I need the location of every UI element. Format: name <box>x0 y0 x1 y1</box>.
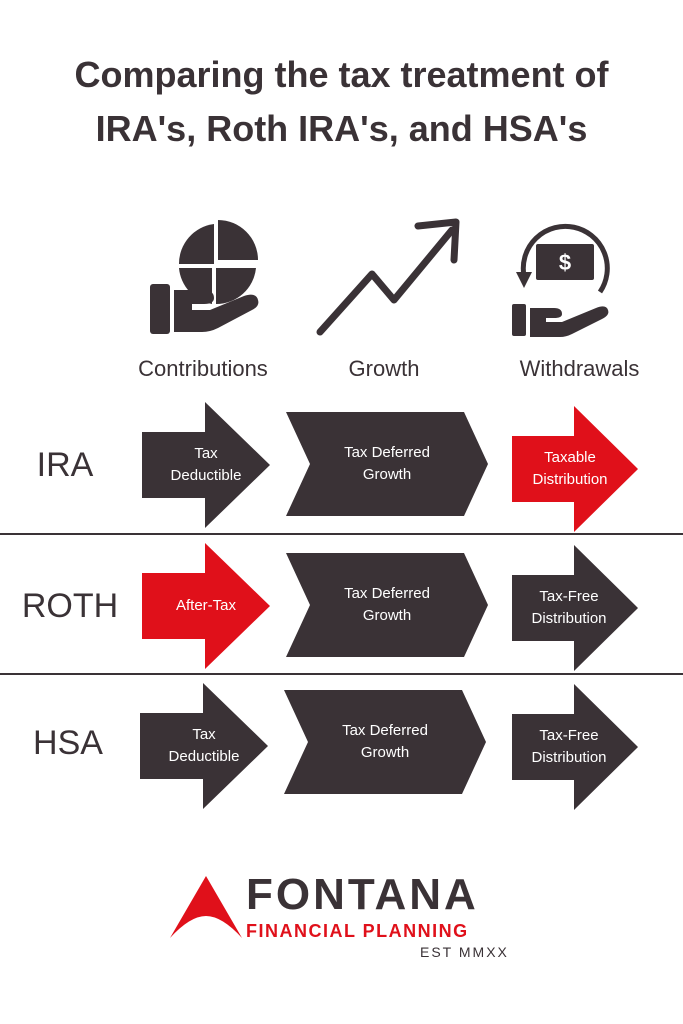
roth-contribution-arrow: After-Tax <box>142 543 270 669</box>
hsa-withdrawal-arrow: Tax-Free Distribution <box>512 684 638 810</box>
page-title: Comparing the tax treatment of IRA's, Ro… <box>0 48 683 156</box>
roth-withdrawal-arrow: Tax-Free Distribution <box>512 545 638 671</box>
roth-growth-chevron: Tax Deferred Growth <box>286 553 488 657</box>
ira-contribution-arrow: Tax Deductible <box>142 402 270 528</box>
roth-growth-text: Tax Deferred Growth <box>344 585 430 624</box>
ira-withdrawal-arrow: Taxable Distribution <box>512 406 638 532</box>
title-line-2: IRA's, Roth IRA's, and HSA's <box>95 108 588 149</box>
fontana-logo-mark-icon <box>170 876 242 938</box>
row-divider-2 <box>0 673 683 675</box>
hsa-withdrawal-text: Tax-Free Distribution <box>531 727 607 766</box>
row-label-roth: ROTH <box>21 587 119 625</box>
svg-text:$: $ <box>559 250 571 275</box>
hsa-contribution-arrow: Tax Deductible <box>140 683 268 809</box>
ira-growth-chevron: Tax Deferred Growth <box>286 412 488 516</box>
ira-contribution-text: Tax Deductible <box>170 445 242 484</box>
row-label-hsa: HSA <box>33 724 103 762</box>
roth-contribution-text: After-Tax <box>175 597 236 614</box>
logo-est: EST MMXX <box>420 944 509 960</box>
hsa-contribution-text: Tax Deductible <box>168 726 240 765</box>
column-label-withdrawals: Withdrawals <box>519 356 640 381</box>
row-label-ira: IRA <box>36 446 94 484</box>
column-label-growth: Growth <box>348 356 420 381</box>
title-line-1: Comparing the tax treatment of <box>74 54 609 95</box>
column-label-contributions: Contributions <box>138 356 268 381</box>
hand-pie-chart-icon <box>150 220 259 334</box>
hsa-growth-text: Tax Deferred Growth <box>342 722 428 761</box>
ira-growth-text: Tax Deferred Growth <box>344 444 430 483</box>
hsa-growth-chevron: Tax Deferred Growth <box>284 690 486 794</box>
hand-dollar-cycle-icon: $ <box>512 223 610 337</box>
logo-subtitle: FINANCIAL PLANNING <box>246 921 469 941</box>
logo-name: FONTANA <box>246 870 479 919</box>
roth-withdrawal-text: Tax-Free Distribution <box>531 588 607 627</box>
trend-arrow-icon <box>316 218 460 336</box>
row-divider-1 <box>0 533 683 535</box>
ira-withdrawal-text: Taxable Distribution <box>532 449 608 488</box>
